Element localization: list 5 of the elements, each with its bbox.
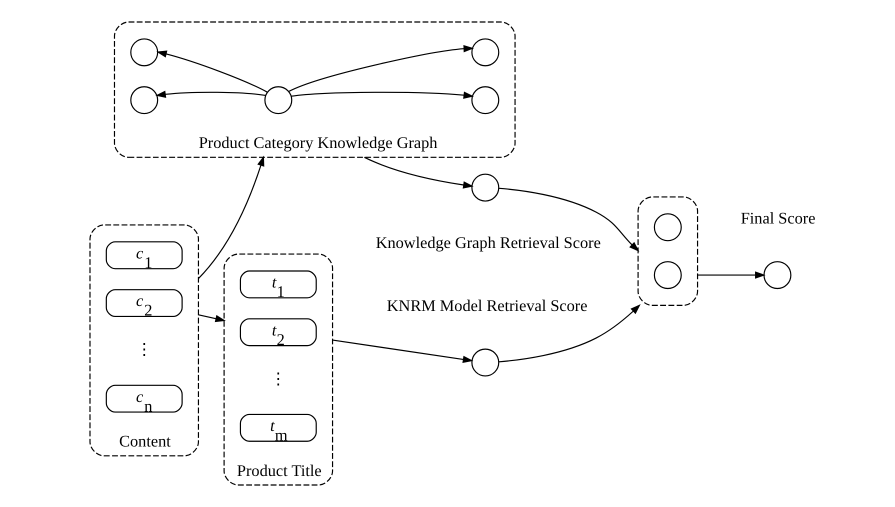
node-label: KNRM Model Retrieval Score: [386, 296, 587, 315]
node-label: Final Score: [740, 208, 815, 228]
label: ⋮: [136, 340, 152, 360]
node-label: Knowledge Graph Retrieval Score: [375, 232, 600, 252]
label: ⋮: [270, 369, 286, 388]
